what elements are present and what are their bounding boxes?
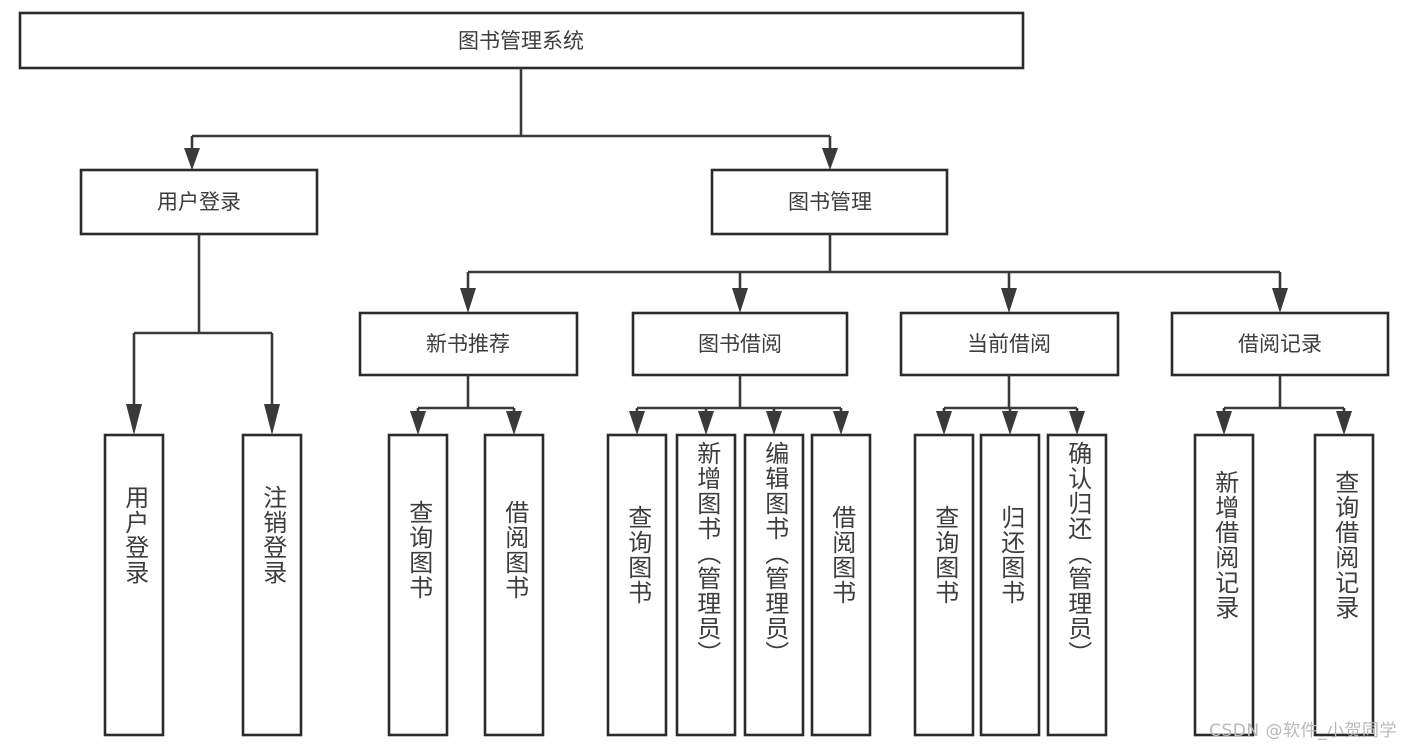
leaf-box-current-borrow-2 bbox=[979, 433, 1041, 737]
node-book-manage: 图书管理 bbox=[710, 168, 949, 236]
arrow-head-leaf-book-borrow-1 bbox=[629, 411, 645, 435]
node-new-book-recommend-label: 新书推荐 bbox=[426, 332, 510, 356]
leaf-box-new-book-1 bbox=[387, 433, 449, 737]
leaf-box-book-borrow-3 bbox=[743, 433, 805, 737]
arrow-head-leaf-user-login-1 bbox=[126, 404, 142, 435]
arrow-head-to-current-borrow bbox=[1001, 288, 1017, 313]
node-book-borrow-label: 图书借阅 bbox=[698, 332, 782, 356]
node-root-label: 图书管理系统 bbox=[458, 29, 584, 53]
leaf-box-borrow-records-2 bbox=[1313, 433, 1375, 737]
arrow-head-leaf-book-borrow-2 bbox=[698, 411, 714, 435]
arrow-head-leaf-current-borrow-1 bbox=[936, 411, 952, 435]
arrow-head-leaf-book-borrow-3 bbox=[766, 411, 782, 435]
arrow-head-to-new-book bbox=[460, 288, 476, 313]
node-borrow-records-label: 借阅记录 bbox=[1238, 332, 1322, 356]
node-book-borrow: 图书借阅 bbox=[631, 311, 849, 377]
node-user-login: 用户登录 bbox=[79, 168, 319, 236]
arrow-head-leaf-borrow-records-2 bbox=[1336, 411, 1352, 435]
arrow-head-leaf-current-borrow-2 bbox=[1002, 411, 1018, 435]
node-current-borrow: 当前借阅 bbox=[899, 311, 1120, 377]
node-book-borrow-box bbox=[631, 311, 849, 377]
leaf-box-user-login-1 bbox=[103, 433, 165, 737]
leaf-box-current-borrow-3 bbox=[1046, 433, 1108, 737]
leaf-box-book-borrow-4 bbox=[810, 433, 872, 737]
node-current-borrow-box bbox=[899, 311, 1120, 377]
leaf-box-new-book-2 bbox=[483, 433, 545, 737]
node-borrow-records: 借阅记录 bbox=[1170, 311, 1390, 377]
arrow-head-to-book-borrow bbox=[732, 288, 748, 313]
arrow-head-to-borrow-records bbox=[1272, 288, 1288, 313]
arrow-head-to-book-manage bbox=[822, 148, 838, 170]
arrow-head-leaf-user-login-2 bbox=[264, 404, 280, 435]
node-root-box bbox=[18, 11, 1025, 70]
node-borrow-records-box bbox=[1170, 311, 1390, 377]
node-book-manage-box bbox=[710, 168, 949, 236]
node-root: 图书管理系统 bbox=[18, 11, 1025, 70]
leaf-box-book-borrow-2 bbox=[675, 433, 737, 737]
node-new-book-recommend: 新书推荐 bbox=[358, 311, 579, 377]
arrow-head-leaf-book-borrow-4 bbox=[833, 411, 849, 435]
leaf-box-current-borrow-1 bbox=[913, 433, 975, 737]
arrow-head-leaf-new-book-2 bbox=[506, 411, 522, 435]
leaf-box-user-login-2 bbox=[241, 433, 303, 737]
node-current-borrow-label: 当前借阅 bbox=[967, 332, 1051, 356]
watermark: CSDN @软件_小贺同学 bbox=[1209, 721, 1397, 741]
arrow-head-leaf-new-book-1 bbox=[410, 411, 426, 435]
node-user-login-label: 用户登录 bbox=[157, 190, 241, 214]
node-book-manage-label: 图书管理 bbox=[788, 190, 872, 214]
leaf-box-borrow-records-1 bbox=[1193, 433, 1255, 737]
arrow-head-leaf-current-borrow-3 bbox=[1069, 411, 1085, 435]
arrow-head-leaf-borrow-records-1 bbox=[1216, 411, 1232, 435]
node-new-book-recommend-box bbox=[358, 311, 579, 377]
arrow-head-to-user-login bbox=[184, 148, 200, 170]
leaf-box-book-borrow-1 bbox=[606, 433, 668, 737]
